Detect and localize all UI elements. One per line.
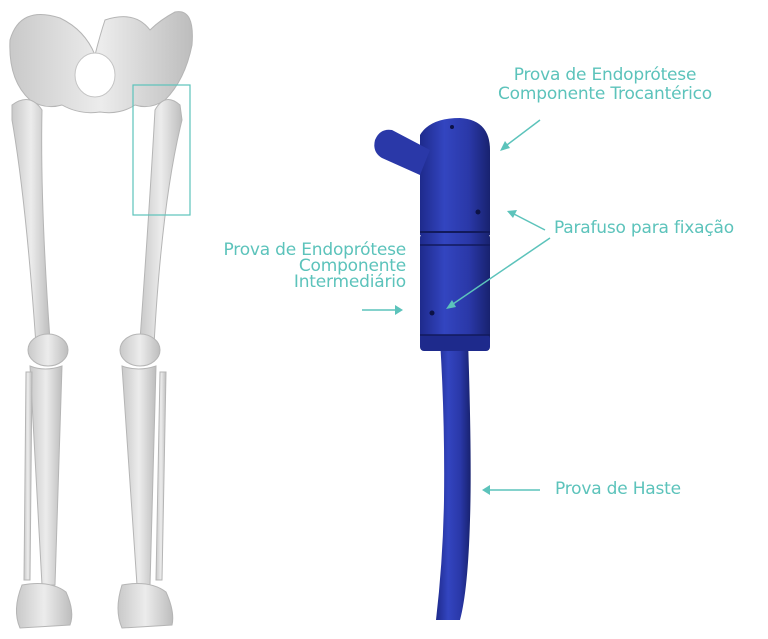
right-foot	[16, 584, 71, 628]
label-trochanteric-component: Prova de Endoprótese Componente Trocanté…	[498, 66, 712, 104]
right-knee	[28, 334, 68, 366]
stem	[436, 340, 471, 620]
left-fibula	[156, 372, 166, 580]
trochanteric-component	[420, 118, 490, 235]
left-femur	[140, 100, 182, 345]
label-intermediate-component: Prova de Endoprótese Componente Intermed…	[178, 241, 406, 292]
endoprosthesis-implant	[374, 118, 490, 620]
pelvic-opening	[75, 53, 115, 97]
top-hole	[450, 125, 454, 129]
label-stem: Prova de Haste	[555, 480, 681, 499]
screw-hole	[430, 311, 435, 316]
label-line: Parafuso para fixação	[554, 219, 734, 238]
label-line: Prova de Endoprótese	[498, 66, 712, 85]
left-knee	[120, 334, 160, 366]
right-fibula	[24, 372, 32, 580]
label-screw: Parafuso para fixação	[554, 219, 734, 238]
label-line: Componente Trocantérico	[498, 85, 712, 104]
arrowhead	[500, 141, 510, 151]
left-tibia	[122, 366, 156, 585]
arrowhead	[482, 485, 490, 495]
arrow-trochanteric	[503, 120, 540, 148]
collar	[420, 335, 490, 351]
label-line: Prova de Haste	[555, 480, 681, 499]
left-foot	[118, 584, 173, 628]
label-line: Intermediário	[178, 273, 406, 292]
right-tibia	[30, 366, 62, 585]
right-femur	[12, 100, 50, 345]
arrow-screw-1	[512, 213, 545, 230]
skeleton-lower-body	[10, 12, 193, 628]
arrowhead	[395, 305, 403, 315]
screw-hole	[476, 210, 481, 215]
intermediate-component	[420, 232, 490, 344]
